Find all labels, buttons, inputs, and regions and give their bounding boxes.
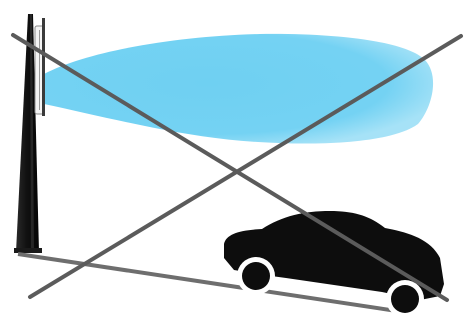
luminaire-icon	[35, 18, 45, 116]
